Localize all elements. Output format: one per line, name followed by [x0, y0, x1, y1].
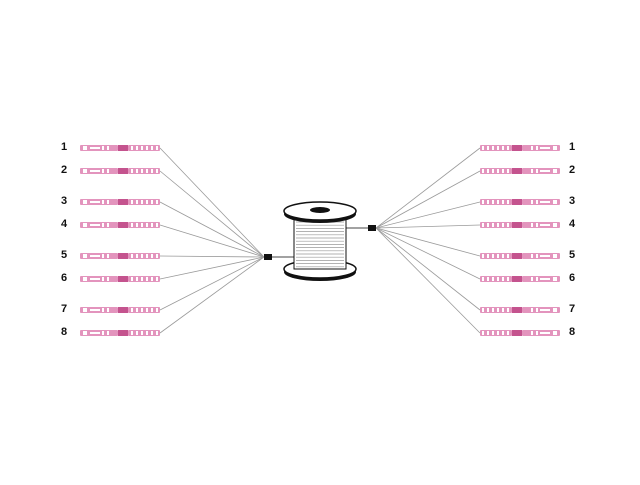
- connector-right: [480, 276, 560, 282]
- breakout-left: [264, 254, 272, 260]
- fiber-label-right: 3: [568, 195, 576, 207]
- connector-left: [80, 168, 160, 174]
- fibers-left: [159, 147, 265, 334]
- fiber-label-right: 5: [568, 249, 576, 261]
- connectors-left: [80, 145, 160, 336]
- connector-left: [80, 276, 160, 282]
- connector-left: [80, 307, 160, 313]
- connector-right: [480, 199, 560, 205]
- connector-right: [480, 222, 560, 228]
- connector-right: [480, 330, 560, 336]
- fiber-label-left: 8: [60, 326, 68, 338]
- cable-spool: [264, 201, 376, 281]
- fiber-label-right: 2: [568, 164, 576, 176]
- connector-right: [480, 307, 560, 313]
- fiber-label-left: 1: [60, 141, 68, 153]
- fiber-label-right: 8: [568, 326, 576, 338]
- fiber-label-right: 4: [568, 218, 576, 230]
- connector-right: [480, 253, 560, 259]
- breakout-right: [368, 225, 376, 231]
- fiber-label-right: 7: [568, 303, 576, 315]
- connector-right: [480, 168, 560, 174]
- fiber-label-left: 3: [60, 195, 68, 207]
- fiber-label-right: 6: [568, 272, 576, 284]
- connector-left: [80, 253, 160, 259]
- connectors-right: [480, 145, 560, 336]
- connector-left: [80, 145, 160, 151]
- fiber-label-left: 2: [60, 164, 68, 176]
- fiber-label-left: 4: [60, 218, 68, 230]
- fiber-label-left: 5: [60, 249, 68, 261]
- fiber-label-left: 6: [60, 272, 68, 284]
- connector-left: [80, 222, 160, 228]
- fiber-label-right: 1: [568, 141, 576, 153]
- connector-left: [80, 330, 160, 336]
- connector-right: [480, 145, 560, 151]
- connector-left: [80, 199, 160, 205]
- fiber-label-left: 7: [60, 303, 68, 315]
- fibers-right: [375, 147, 481, 334]
